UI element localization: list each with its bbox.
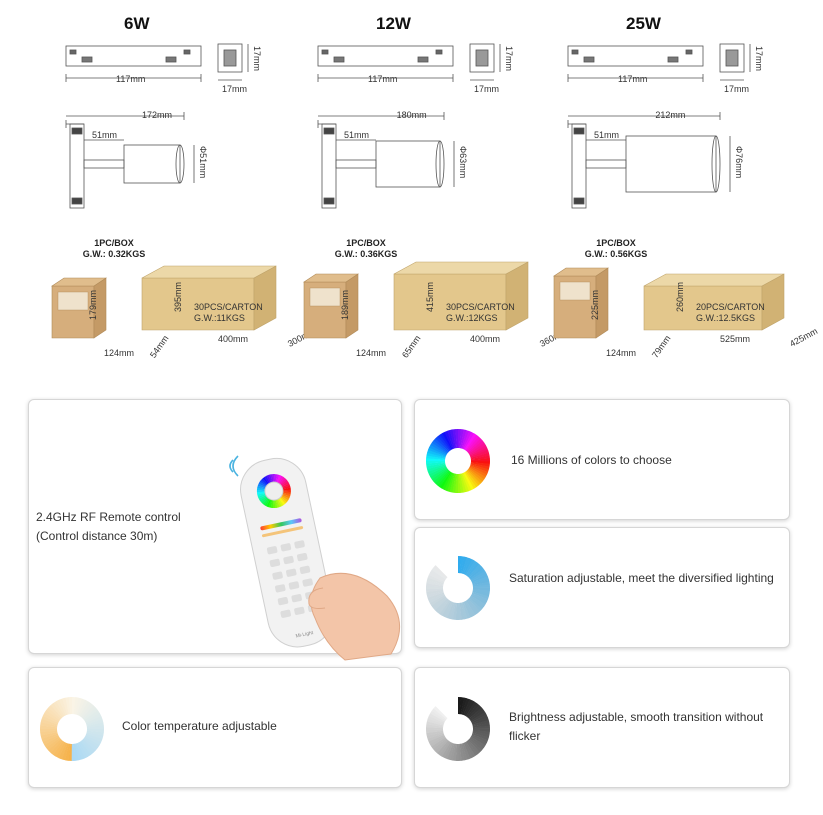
signal-icon	[229, 455, 239, 477]
box-width-label: 124mm	[606, 348, 637, 358]
hand	[310, 572, 401, 661]
box-spec: 1PC/BOX G.W.: 0.32KGS	[82, 238, 146, 259]
box-height-label: 189mm	[340, 289, 350, 320]
box-height-label: 225mm	[590, 289, 600, 320]
track-drawing	[65, 43, 249, 209]
box-width-label: 124mm	[104, 348, 135, 358]
box-spec: 1PC/BOX G.W.: 0.56KGS	[584, 238, 648, 259]
carton-spec: 30PCS/CARTON G.W.:11KGS	[194, 302, 263, 323]
wattage-title: 12W	[376, 14, 411, 33]
packaging-drawing	[553, 267, 785, 339]
total-length-label: 172mm	[142, 110, 173, 120]
packaging-drawing	[51, 265, 277, 339]
profile-width-label: 17mm	[222, 84, 248, 94]
rgb-card: 16 Millions of colors to choose	[414, 399, 790, 520]
total-length-label: 180mm	[396, 110, 427, 120]
carton-spec: 30PCS/CARTON G.W.:12KGS	[446, 302, 515, 323]
product-column: 12W	[303, 0, 578, 380]
brightness-card: Brightness adjustable, smooth transition…	[414, 667, 790, 788]
carton-width-label: 525mm	[720, 334, 751, 344]
remote-text: 2.4GHz RF Remote control (Control distan…	[36, 510, 181, 543]
box-height-label: 179mm	[88, 289, 98, 320]
saturation-card: Saturation adjustable, meet the diversif…	[414, 527, 790, 648]
box-spec: 1PC/BOX G.W.: 0.36KGS	[334, 238, 398, 259]
remote-card: 2.4GHz RF Remote control (Control distan…	[28, 399, 402, 661]
wattage-title: 6W	[124, 14, 150, 33]
rgb-text: 16 Millions of colors to choose	[511, 453, 672, 467]
carton-spec: 20PCS/CARTON G.W.:12.5KGS	[696, 302, 765, 323]
carton-height-label: 260mm	[675, 281, 685, 312]
box-width-label: 124mm	[356, 348, 387, 358]
packaging-drawing	[303, 261, 529, 339]
track-drawing	[567, 43, 751, 209]
color-wheel-icon	[256, 474, 291, 509]
carton-height-label: 415mm	[425, 281, 435, 312]
track-drawing	[317, 43, 501, 209]
wattage-title: 25W	[626, 14, 661, 33]
profile-width-label: 17mm	[724, 84, 750, 94]
carton-width-label: 400mm	[470, 334, 501, 344]
remote-brand: Mi·Light	[295, 630, 314, 640]
track-width-label: 117mm	[618, 74, 648, 84]
cct-icon	[40, 697, 104, 761]
arm-length-label: 51mm	[92, 130, 118, 140]
cct-text: Color temperature adjustable	[122, 719, 277, 733]
total-length-label: 212mm	[655, 110, 686, 120]
profile-width-label: 17mm	[474, 84, 500, 94]
saturation-icon	[426, 556, 490, 620]
product-column: 6W	[51, 0, 326, 380]
cct-card: Color temperature adjustable	[28, 667, 402, 788]
lamp-body	[375, 140, 441, 188]
carton-width-label: 400mm	[218, 334, 249, 344]
brightness-text: Brightness adjustable, smooth transition…	[509, 710, 764, 743]
lamp-body	[625, 135, 717, 193]
product-column: 25W	[553, 0, 823, 380]
carton-height-label: 395mm	[173, 281, 183, 312]
arm-length-label: 51mm	[344, 130, 370, 140]
remote-hand-image: Mi·Light	[229, 455, 401, 661]
arm-length-label: 51mm	[594, 130, 620, 140]
track-width-label: 117mm	[368, 74, 398, 84]
rgb-wheel-icon	[426, 429, 490, 493]
brightness-icon	[426, 697, 490, 761]
saturation-text: Saturation adjustable, meet the diversif…	[509, 571, 774, 585]
track-width-label: 117mm	[116, 74, 146, 84]
lamp-body	[123, 144, 181, 184]
